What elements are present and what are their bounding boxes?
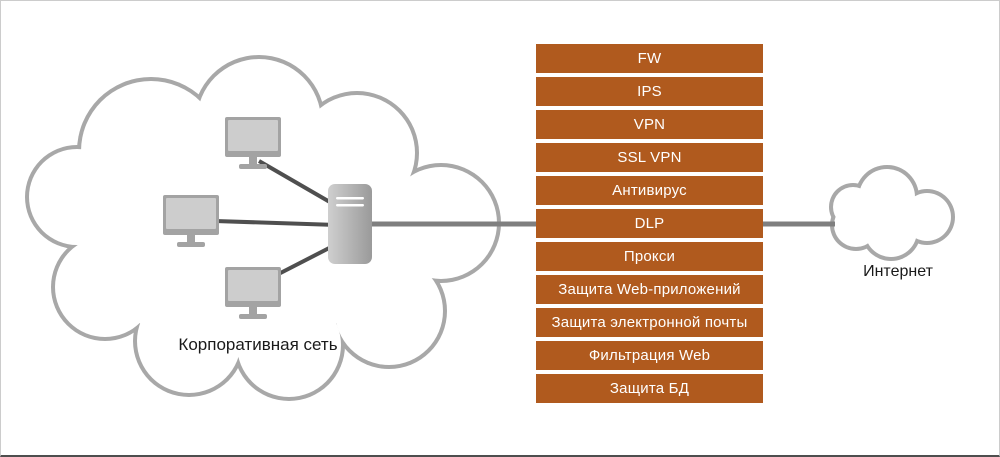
security-layer-bar: FW	[536, 44, 763, 73]
security-layer-bar: DLP	[536, 209, 763, 238]
security-layer-bar: Защита Web-приложений	[536, 275, 763, 304]
security-stack: FW IPS VPN SSL VPN Антивирус DLP Прокси …	[536, 44, 763, 403]
internet-label: Интернет	[863, 263, 933, 280]
internet-cloud-shape	[829, 165, 955, 261]
security-layer-bar: Фильтрация Web	[536, 341, 763, 370]
security-layer-bar: Защита БД	[536, 374, 763, 403]
security-layer-bar: Антивирус	[536, 176, 763, 205]
gateway-server-icon	[328, 184, 372, 264]
security-layer-bar: VPN	[536, 110, 763, 139]
security-layer-bar: Защита электронной почты	[536, 308, 763, 337]
security-layer-bar: Прокси	[536, 242, 763, 271]
corporate-network-label: Корпоративная сеть	[178, 335, 338, 354]
security-layer-bar: IPS	[536, 77, 763, 106]
security-layer-bar: SSL VPN	[536, 143, 763, 172]
